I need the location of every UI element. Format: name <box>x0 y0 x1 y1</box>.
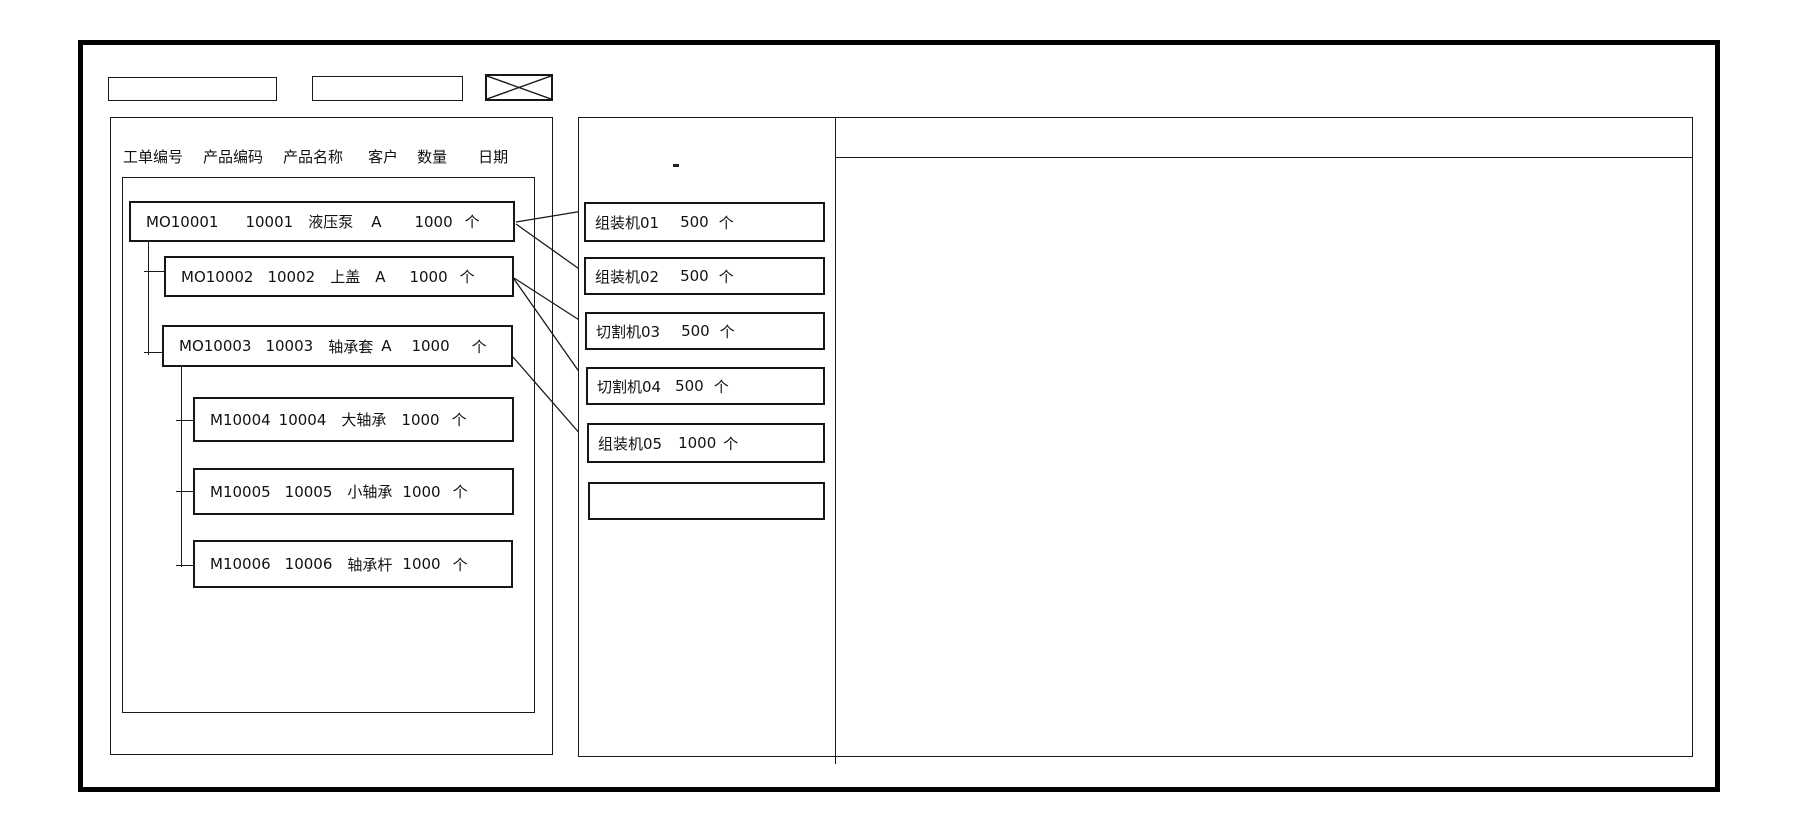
unit: 个 <box>452 555 468 574</box>
order-node-m10006[interactable]: M10006 10006 轴承杆 1000 个 <box>193 540 513 588</box>
customer: A <box>381 337 392 355</box>
toolbar-field-1[interactable] <box>108 77 277 101</box>
stray-dash-mark <box>673 164 679 167</box>
order-node-mo10001[interactable]: MO10001 10001 液压泵 A 1000 个 <box>129 201 515 242</box>
quantity: 1000 <box>401 410 440 429</box>
unit: 个 <box>718 213 734 232</box>
workcenter-qty: 500 <box>680 267 709 285</box>
workcenter-name: 组装机05 <box>598 434 663 453</box>
quantity: 1000 <box>402 482 441 501</box>
toolbar-field-2[interactable] <box>312 76 463 101</box>
workcenter-name: 切割机03 <box>596 322 661 341</box>
order-node-m10005[interactable]: M10005 10005 小轴承 1000 个 <box>193 468 514 515</box>
tree-connector-line <box>176 420 194 422</box>
schedule-header-divider <box>836 157 1692 158</box>
window-frame <box>78 40 1720 792</box>
workcenter-name: 组装机02 <box>595 267 660 286</box>
unit: 个 <box>723 434 739 453</box>
workcenter-slot-2[interactable]: 组装机02 500 个 <box>584 257 825 295</box>
order-node-mo10003[interactable]: MO10003 10003 轴承套 A 1000 个 <box>162 325 513 367</box>
workcenter-slot-1[interactable]: 组装机01 500 个 <box>584 202 825 242</box>
product-code: 10003 <box>265 337 314 355</box>
column-header-row: 工单编号 产品编码 产品名称 客户 数量 日期 <box>123 146 508 166</box>
tree-connector-line <box>144 271 165 273</box>
order-no: M10006 <box>210 555 271 573</box>
workcenter-slot-5[interactable]: 组装机05 1000 个 <box>587 423 825 463</box>
column-header: 工单编号 <box>123 147 184 166</box>
product-name: 上盖 <box>330 268 361 286</box>
unit: 个 <box>459 268 475 286</box>
unit: 个 <box>718 267 734 286</box>
customer: A <box>371 212 382 231</box>
product-name: 大轴承 <box>341 411 387 429</box>
column-header: 产品编码 <box>203 147 264 166</box>
tree-connector-line <box>144 352 163 354</box>
product-code: 10005 <box>284 482 333 501</box>
column-header: 日期 <box>478 147 509 166</box>
workcenter-qty: 1000 <box>678 434 717 452</box>
workcenter-name: 组装机01 <box>595 213 660 232</box>
quantity: 1000 <box>411 337 450 355</box>
unit: 个 <box>452 483 468 501</box>
product-code: 10001 <box>245 212 294 231</box>
workcenter-name: 切割机04 <box>597 377 662 396</box>
unit: 个 <box>713 377 729 396</box>
quantity: 1000 <box>414 212 453 231</box>
quantity: 1000 <box>402 555 441 573</box>
product-name: 小轴承 <box>347 483 393 501</box>
unit: 个 <box>719 322 735 341</box>
tree-connector-line <box>181 367 183 567</box>
column-header: 数量 <box>417 147 448 166</box>
unit: 个 <box>471 337 487 356</box>
product-name: 液压泵 <box>308 213 354 231</box>
workcenter-slot-4[interactable]: 切割机04 500 个 <box>586 367 825 405</box>
column-header: 产品名称 <box>283 147 344 166</box>
product-name: 轴承杆 <box>347 555 393 574</box>
workcenter-qty: 500 <box>675 377 704 395</box>
workcenter-slot-empty[interactable] <box>588 482 825 520</box>
schedule-area-panel <box>834 117 1693 757</box>
tree-connector-line <box>176 565 194 567</box>
order-no: MO10003 <box>179 337 252 355</box>
tree-connector-line <box>148 242 150 355</box>
order-no: MO10002 <box>181 267 254 286</box>
unit: 个 <box>451 411 467 429</box>
product-name: 轴承套 <box>328 337 374 356</box>
customer: A <box>375 267 386 286</box>
order-node-mo10002[interactable]: MO10002 10002 上盖 A 1000 个 <box>164 256 514 297</box>
panel-divider-tail <box>834 755 837 764</box>
product-code: 10006 <box>284 555 333 573</box>
column-header: 客户 <box>368 147 399 166</box>
order-node-m10004[interactable]: M10004 10004 大轴承 1000 个 <box>193 397 514 442</box>
workcenter-slot-3[interactable]: 切割机03 500 个 <box>585 312 825 350</box>
workcenter-qty: 500 <box>680 213 709 231</box>
workcenter-qty: 500 <box>681 322 710 340</box>
image-placeholder-icon[interactable] <box>485 74 553 101</box>
order-no: M10004 <box>210 410 271 429</box>
order-no: M10005 <box>210 482 271 501</box>
unit: 个 <box>464 213 480 231</box>
order-no: MO10001 <box>146 212 219 231</box>
tree-connector-line <box>176 491 194 493</box>
product-code: 10004 <box>278 410 327 429</box>
product-code: 10002 <box>267 267 316 286</box>
quantity: 1000 <box>409 267 448 286</box>
